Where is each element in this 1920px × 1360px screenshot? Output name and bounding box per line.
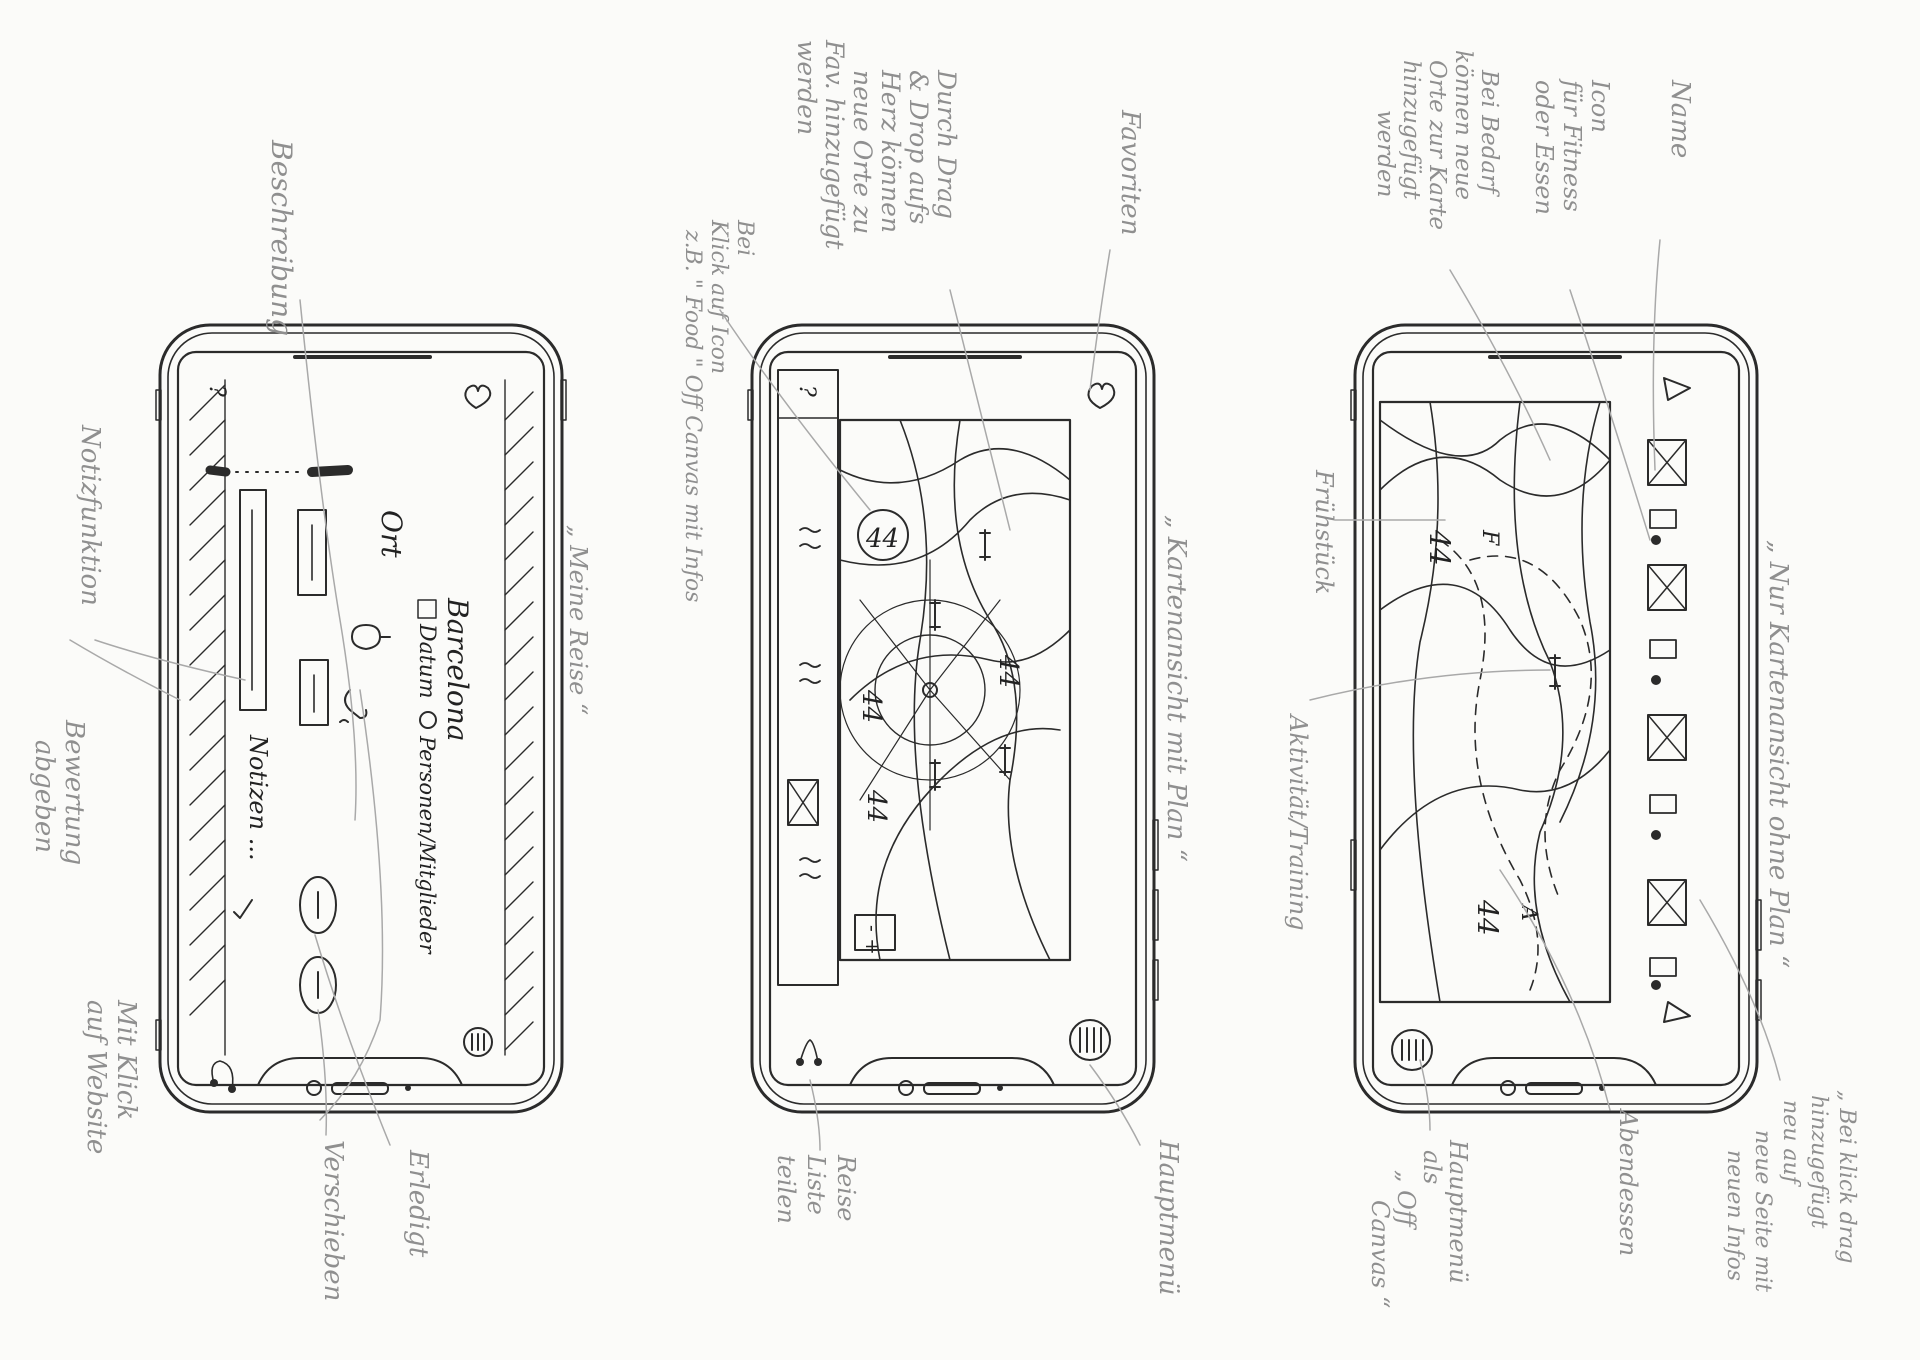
- note-klick-drag-1: „ Bei klick drag: [1834, 1090, 1859, 1263]
- note-aktivitat: Aktivität/Training: [1284, 713, 1312, 931]
- svg-text:44: 44: [865, 524, 899, 554]
- caption-nur-kartenansicht: „ Nur Kartenansicht ohne Plan “: [1763, 540, 1793, 968]
- svg-text:- +: - +: [861, 925, 885, 955]
- note-erledigt: Erledigt: [403, 1149, 433, 1258]
- note-bedarf-2: können neue: [1450, 50, 1476, 200]
- note-klick-drag-3: neu auf: [1778, 1100, 1803, 1188]
- note-hauptmenu-2: Hauptmenü: [1153, 1139, 1183, 1296]
- note-klick-drag-4: neue Seite mit: [1750, 1130, 1775, 1292]
- fork-knife-icon[interactable]: 44: [857, 509, 909, 561]
- note-notizfunktion: Notizfunktion: [75, 424, 105, 606]
- zoom-control[interactable]: [854, 914, 896, 951]
- note-offcanvas-3: „ Off: [1392, 1170, 1420, 1231]
- svg-text:44: 44: [993, 654, 1023, 688]
- note-bedarf-1: Bei Bedarf: [1476, 69, 1502, 197]
- note-drag-4: neue Orte zu: [848, 70, 877, 234]
- trip-persons: Personen/Mitglieder: [415, 735, 439, 955]
- help-icon[interactable]: ?: [794, 385, 819, 397]
- map-area[interactable]: 44 44 F A: [1378, 400, 1612, 1004]
- note-drag-1: Durch Drag: [932, 69, 961, 219]
- note-offcanvas-1: Hauptmenü: [1444, 1139, 1472, 1284]
- marker-activity[interactable]: A: [1516, 903, 1541, 921]
- phone-icon[interactable]: [339, 689, 368, 723]
- note-bedarf-5: werden: [1372, 110, 1398, 197]
- note-reise-liste-1: Reise: [832, 1154, 860, 1221]
- trip-date: Datum: [414, 623, 439, 699]
- note-favoriten: Favoriten: [1115, 109, 1145, 235]
- dumbbell-icon[interactable]: [1549, 654, 1561, 690]
- note-bewertung-1: Bewertung: [59, 719, 89, 865]
- map-area[interactable]: 44 44 44 44 - +: [838, 418, 1072, 962]
- annotations: Beschreibung Notizfunktion Bewertung abg…: [29, 39, 1859, 1308]
- triangle-down-icon[interactable]: [1663, 1001, 1691, 1023]
- place-label: Ort: [375, 510, 408, 558]
- phone-3-map-only: 44 44 F A: [1350, 323, 1762, 1114]
- notes-label: Notizen ...: [244, 734, 272, 861]
- fork-knife-icon[interactable]: 44 44: [1423, 529, 1504, 936]
- pin-icon: [351, 624, 391, 650]
- note-klick-icon-2: Klick auf Icon: [706, 219, 731, 374]
- note-bewertung-2: abgeben: [29, 740, 59, 853]
- dumbbell-icon[interactable]: [929, 529, 1011, 791]
- note-klick-icon-1: Bei: [732, 219, 757, 256]
- note-verschieben: Verschieben: [318, 1140, 348, 1301]
- svg-text:44: 44: [861, 789, 891, 823]
- note-drag-5: Fav. hinzugefügt: [820, 39, 849, 250]
- note-abendessen: Abendessen: [1614, 1108, 1642, 1256]
- caption-kartenansicht-mit-plan: „ Kartenansicht mit Plan “: [1161, 515, 1191, 862]
- marker-breakfast[interactable]: F: [1477, 529, 1502, 546]
- note-icon-2: für Fitness: [1558, 78, 1586, 212]
- phone-2-map-with-plan: ? 44: [747, 323, 1159, 1114]
- note-fruhstuck: Frühstück: [1310, 469, 1338, 594]
- svg-text:44: 44: [856, 689, 886, 723]
- done-button[interactable]: [299, 876, 337, 934]
- note-reise-liste-2: Liste: [802, 1154, 830, 1215]
- people-icon: [419, 711, 437, 729]
- note-offcanvas-2: als: [1418, 1150, 1446, 1184]
- trip-title: Barcelona: [441, 597, 474, 741]
- menu-icon[interactable]: [1391, 1029, 1433, 1071]
- heart-icon[interactable]: [464, 384, 492, 409]
- caption-meine-reise: „ Meine Reise “: [564, 525, 592, 715]
- plan-panel[interactable]: [777, 369, 839, 986]
- heart-icon[interactable]: [1087, 382, 1116, 409]
- note-name: Name: [1665, 79, 1695, 158]
- svg-text:44: 44: [1423, 529, 1456, 566]
- note-drag-3: Herz können: [876, 69, 905, 233]
- note-bedarf-4: hinzugefügt: [1398, 60, 1424, 200]
- note-bedarf-3: Orte zur Karte: [1424, 60, 1450, 230]
- triangle-up-icon[interactable]: [1663, 377, 1691, 401]
- help-icon[interactable]: ?: [204, 385, 229, 397]
- calendar-icon: [417, 599, 437, 619]
- phone-1-trip-detail: ? Barcelona Datum Personen/Mitglieder Or…: [155, 323, 567, 1114]
- note-icon-1: Icon: [1586, 79, 1614, 133]
- note-icon-3: oder Essen: [1530, 80, 1558, 215]
- note-drag-6: werden: [792, 40, 821, 135]
- place-list[interactable]: [1647, 377, 1691, 1023]
- page-indicator: [205, 465, 353, 477]
- pencil-icon[interactable]: [233, 899, 253, 919]
- note-mit-klick-2: auf Website: [81, 1000, 111, 1154]
- note-mit-klick-1: Mit Klick: [111, 999, 141, 1120]
- cherry-icon[interactable]: [210, 1060, 236, 1093]
- place-field[interactable]: [297, 509, 327, 596]
- note-reise-liste-3: teilen: [772, 1155, 800, 1224]
- note-klick-drag-5: neuen Infos: [1722, 1150, 1747, 1281]
- note-drag-2: & Drop aufs: [904, 70, 933, 224]
- note-offcanvas-4: Canvas “: [1366, 1200, 1394, 1308]
- menu-icon[interactable]: [463, 1027, 493, 1057]
- menu-icon[interactable]: [1069, 1019, 1111, 1061]
- header-band: [189, 379, 534, 1056]
- notes-field[interactable]: [239, 489, 267, 711]
- note-klick-icon-3: z.B. " Food " Off Canvas mit Infos: [680, 229, 705, 602]
- note-klick-drag-2: hinzugefügt: [1806, 1095, 1831, 1229]
- note-beschreibung: Beschreibung: [265, 139, 298, 336]
- svg-text:44: 44: [1471, 899, 1504, 936]
- cherry-icon[interactable]: [796, 1039, 822, 1066]
